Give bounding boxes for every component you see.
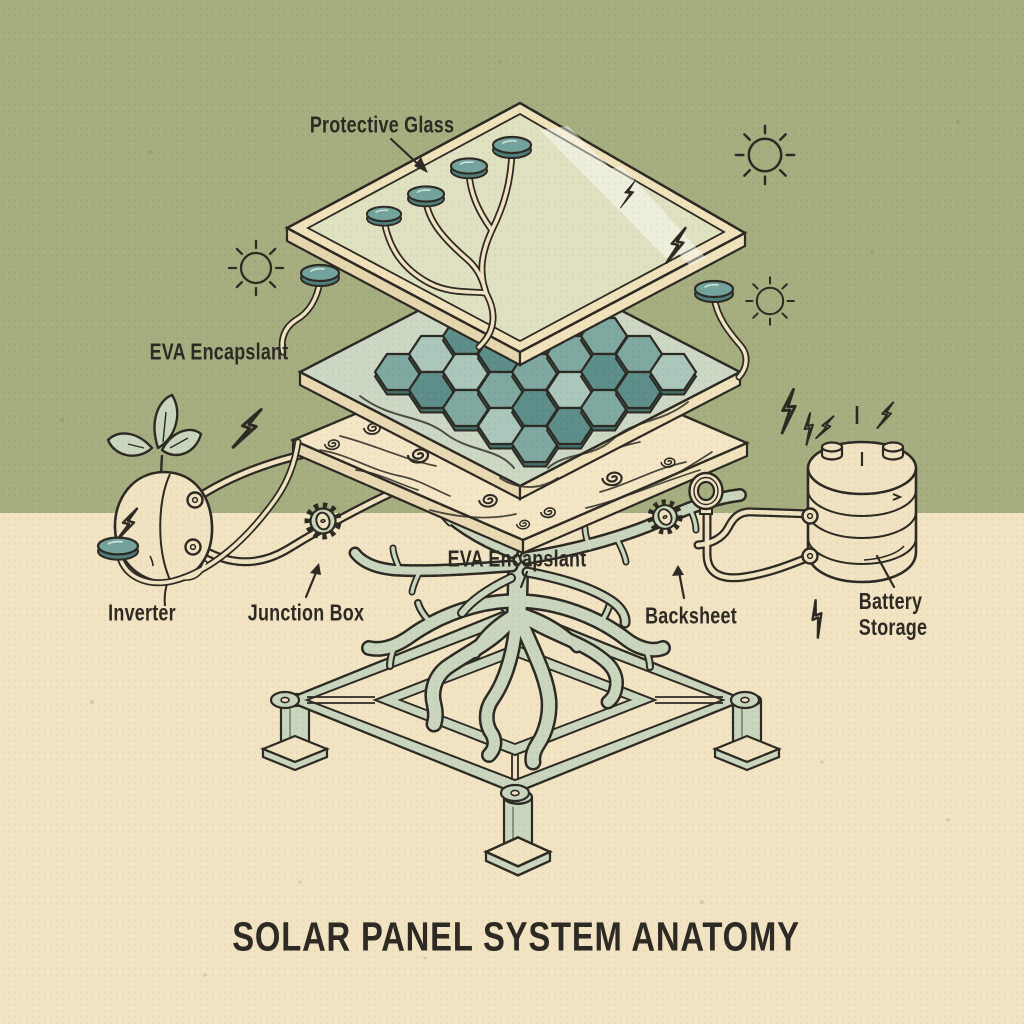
- label-inverter: Inverter: [108, 599, 176, 626]
- label-protective-glass: Protective Glass: [309, 111, 455, 138]
- label-battery-line1: Battery: [858, 588, 923, 614]
- lightning-bolt-icon: [771, 387, 805, 435]
- sun-icon: [734, 124, 796, 186]
- label-eva-left: EVA Encapslant: [149, 338, 289, 365]
- sun-icon: [745, 276, 795, 326]
- leader-junction-box: [304, 568, 319, 599]
- leaf-sprout-icon: [106, 393, 203, 474]
- ring-connector: [688, 471, 724, 515]
- leader-lines: [304, 137, 896, 600]
- leader-protective-glass: [389, 137, 422, 168]
- sun-icon: [227, 239, 285, 297]
- label-battery-storage: Battery Storage: [859, 588, 927, 640]
- leader-battery: [875, 554, 896, 589]
- mounting-frame: [261, 597, 781, 877]
- lightning-bolt-icon: [794, 412, 822, 446]
- label-eva-center: EVA Encapslant: [447, 545, 587, 572]
- label-backsheet: Backsheet: [645, 602, 737, 629]
- page-title: SOLAR PANEL SYSTEM ANATOMY: [232, 913, 800, 960]
- paper-specks: [60, 60, 960, 977]
- lightning-bolt-icon: [231, 404, 263, 452]
- leader-backsheet: [677, 570, 686, 600]
- label-junction-box: Junction Box: [247, 599, 365, 626]
- lightning-bolt-icon: [876, 400, 895, 430]
- battery-illustration: [801, 400, 918, 584]
- leader-eva-center: [519, 570, 529, 589]
- lightning-bolt-icon: [799, 599, 835, 639]
- inverter-illustration: [106, 393, 214, 607]
- lightning-bolt-icon: [815, 412, 835, 442]
- label-battery-line2: Storage: [858, 614, 928, 640]
- glass-layer: [284, 101, 748, 367]
